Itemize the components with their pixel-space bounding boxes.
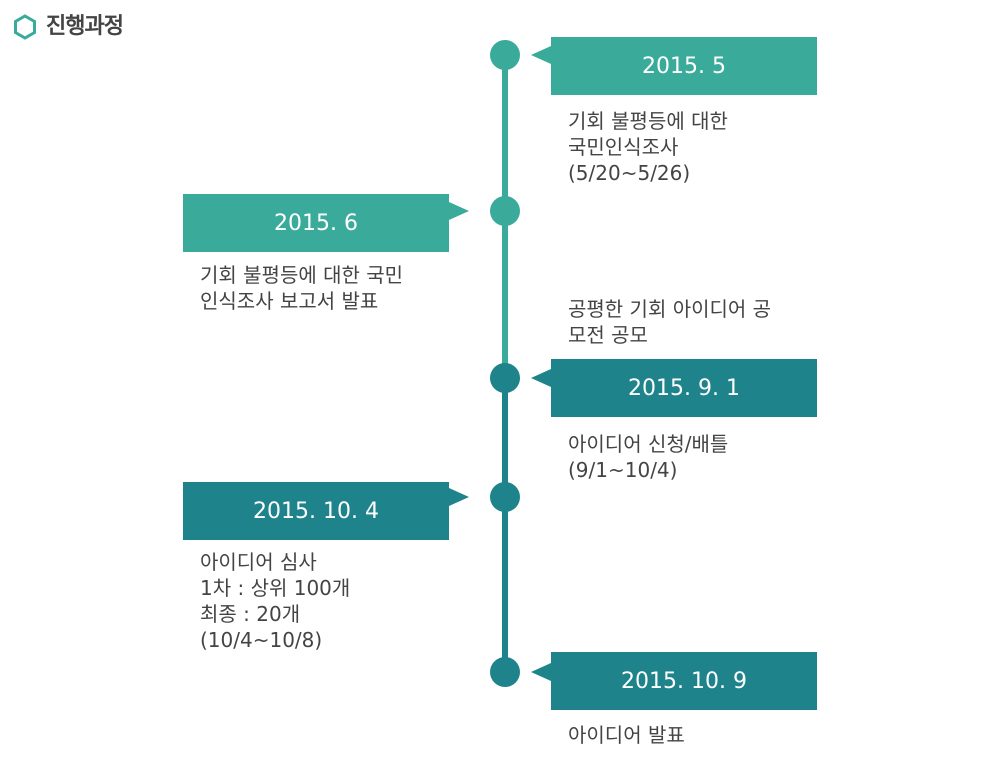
date-box-1: 2015. 5 — [551, 37, 817, 95]
date-label-5: 2015. 10. 9 — [621, 668, 747, 694]
pointer-3 — [531, 369, 551, 387]
event-5-line-1: 아이디어 발표 — [568, 723, 685, 747]
date-label-4: 2015. 10. 4 — [253, 498, 379, 524]
pointer-1 — [531, 46, 551, 64]
timeline-dot-2 — [490, 196, 520, 226]
pointer-2 — [449, 202, 469, 220]
date-label-1: 2015. 5 — [642, 53, 726, 79]
section-title: 진행과정 — [12, 14, 124, 40]
event-2-line-2: 인식조사 보고서 발표 — [200, 289, 379, 313]
date-box-3: 2015. 9. 1 — [551, 359, 817, 417]
event-description-1: 기회 불평등에 대한 국민인식조사 (5/20~5/26) — [568, 108, 728, 186]
event-description-4: 아이디어 심사 1차 : 상위 100개 최종 : 20개 (10/4~10/8… — [200, 549, 350, 653]
date-box-4: 2015. 10. 4 — [183, 482, 449, 540]
event-3-line-2: (9/1~10/4) — [568, 458, 678, 482]
event-3-above-line-2: 모전 공모 — [568, 323, 648, 347]
event-3-line-1: 아이디어 신청/배틀 — [568, 432, 729, 456]
pointer-5 — [531, 663, 551, 681]
date-label-3: 2015. 9. 1 — [628, 375, 740, 401]
event-2-line-1: 기회 불평등에 대한 국민 — [200, 263, 404, 287]
timeline-dot-4 — [490, 482, 520, 512]
date-label-2: 2015. 6 — [274, 210, 358, 236]
event-3-above-description: 공평한 기회 아이디어 공 모전 공모 — [568, 296, 771, 348]
section-title-text: 진행과정 — [46, 14, 124, 39]
event-1-line-2: 국민인식조사 — [568, 135, 679, 159]
event-1-line-1: 기회 불평등에 대한 — [568, 109, 728, 133]
event-3-above-line-1: 공평한 기회 아이디어 공 — [568, 297, 772, 321]
timeline-dot-3 — [490, 363, 520, 393]
event-1-line-3: (5/20~5/26) — [568, 161, 691, 185]
event-4-line-2: 1차 : 상위 100개 — [200, 576, 351, 600]
hexagon-icon — [14, 14, 36, 40]
event-4-line-1: 아이디어 심사 — [200, 550, 317, 574]
event-4-line-3: 최종 : 20개 — [200, 602, 301, 626]
event-description-5: 아이디어 발표 — [568, 722, 685, 748]
event-4-line-4: (10/4~10/8) — [200, 628, 323, 652]
event-description-2: 기회 불평등에 대한 국민 인식조사 보고서 발표 — [200, 262, 403, 314]
date-box-2: 2015. 6 — [183, 194, 449, 252]
date-box-5: 2015. 10. 9 — [551, 652, 817, 710]
timeline-line-lower — [502, 378, 508, 672]
event-description-3: 아이디어 신청/배틀 (9/1~10/4) — [568, 431, 728, 483]
timeline-dot-5 — [490, 657, 520, 687]
timeline-dot-1 — [490, 40, 520, 70]
pointer-4 — [449, 488, 469, 506]
